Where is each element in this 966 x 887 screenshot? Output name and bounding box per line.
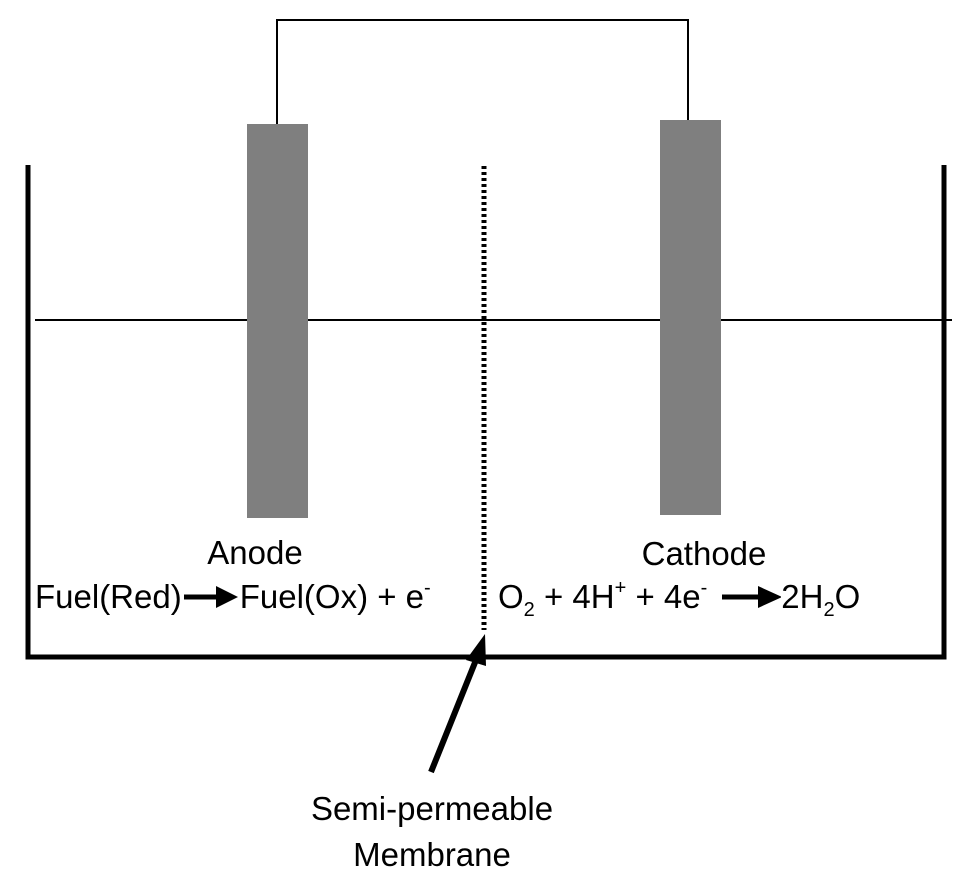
proton-charge: + xyxy=(614,577,627,599)
anode-reaction: Fuel(Red) Fuel(Ox) + e- xyxy=(35,577,431,615)
arrow-right-icon xyxy=(722,585,782,608)
anode-label: Anode xyxy=(207,534,303,571)
anode-electrode xyxy=(247,124,308,518)
membrane-label-line2: Membrane xyxy=(353,836,511,873)
arrow-right-icon xyxy=(183,585,238,608)
water-subscript: 2 xyxy=(823,599,835,621)
cathode-product: 2H2O xyxy=(781,578,861,620)
cathode-reactants: O2 + 4H+ + 4e- xyxy=(498,577,708,620)
anode-product-text: Fuel(Ox) + e xyxy=(239,578,425,615)
electron-charge: - xyxy=(424,577,431,599)
cathode-electrode xyxy=(660,120,721,515)
anode-reactant: Fuel(Red) xyxy=(35,578,182,615)
oxygen-symbol: O xyxy=(498,578,524,615)
cathode-reaction: O2 + 4H+ + 4e- 2H2O xyxy=(498,577,861,620)
pointer-arrow-icon xyxy=(428,634,486,774)
electron-charge-cathode: - xyxy=(700,577,708,599)
water-hydrogen: 2H xyxy=(781,578,824,615)
cell-container xyxy=(25,165,947,660)
oxygen-subscript: 2 xyxy=(523,599,535,621)
proton-term: + 4H xyxy=(534,578,615,615)
electron-term: + 4e xyxy=(626,578,701,615)
anode-product: Fuel(Ox) + e- xyxy=(239,577,431,615)
membrane-label-line1: Semi-permeable xyxy=(310,790,554,827)
external-wire xyxy=(276,19,689,124)
water-oxygen: O xyxy=(834,578,861,615)
cathode-label: Cathode xyxy=(641,535,767,572)
